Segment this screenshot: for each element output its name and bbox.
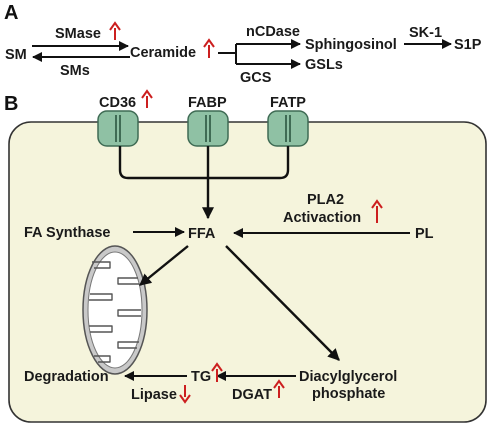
diacylglycerol-label: Diacylglycerol: [299, 369, 397, 385]
gcs-label: GCS: [240, 70, 272, 86]
sms-label: SMs: [60, 63, 90, 79]
lipase-decrease-icon: [179, 385, 191, 404]
panel-b-letter: B: [4, 93, 18, 115]
sphingosinol-label: Sphingosinol: [305, 37, 397, 53]
transporter-cd36-icon: [97, 110, 139, 147]
cd36-label: CD36: [99, 95, 136, 111]
transporter-fatp-icon: [267, 110, 309, 147]
panel-a-letter: A: [4, 2, 18, 24]
s1p-label: S1P: [454, 37, 482, 53]
tg-label: TG: [191, 369, 211, 385]
fabp-label: FABP: [188, 95, 227, 111]
cd36-increase-icon: [141, 89, 153, 108]
ceramide-increase-icon: [203, 38, 215, 58]
dgat-increase-icon: [273, 379, 285, 398]
pla2-increase-icon: [371, 199, 383, 223]
smase-label: SMase: [55, 26, 101, 42]
mitochondrion-icon: [82, 245, 148, 375]
ffa-to-mitochondrion-arrow: [139, 245, 189, 286]
panel-b: B CD36 FABP FATP FA Synthase: [4, 89, 487, 423]
pl-label: PL: [415, 226, 434, 242]
transporter-fabp-icon: [187, 110, 229, 147]
activaction-label: Activaction: [283, 210, 361, 226]
tg-increase-icon: [211, 362, 223, 382]
sk1-label: SK-1: [409, 25, 442, 41]
sm-label: SM: [5, 47, 27, 63]
smase-increase-icon: [109, 21, 121, 40]
pla2-label: PLA2: [307, 192, 344, 208]
lipase-label: Lipase: [131, 387, 177, 403]
fa-synthase-label: FA Synthase: [24, 225, 111, 241]
ffa-label: FFA: [188, 226, 216, 242]
dgat-label: DGAT: [232, 387, 272, 403]
fatp-label: FATP: [270, 95, 306, 111]
ceramide-branch-connector: [218, 44, 237, 64]
panel-a: A SM SMase SMs Ceramide nCDase GCS Sphin…: [4, 2, 482, 86]
ncdase-label: nCDase: [246, 24, 300, 40]
phosphate-label: phosphate: [312, 386, 385, 402]
ffa-to-diacylglycerol-arrow: [225, 245, 340, 361]
degradation-label: Degradation: [24, 369, 109, 385]
transporter-uptake-connector: [118, 146, 290, 180]
ceramide-label: Ceramide: [130, 45, 196, 61]
gsls-label: GSLs: [305, 57, 343, 73]
